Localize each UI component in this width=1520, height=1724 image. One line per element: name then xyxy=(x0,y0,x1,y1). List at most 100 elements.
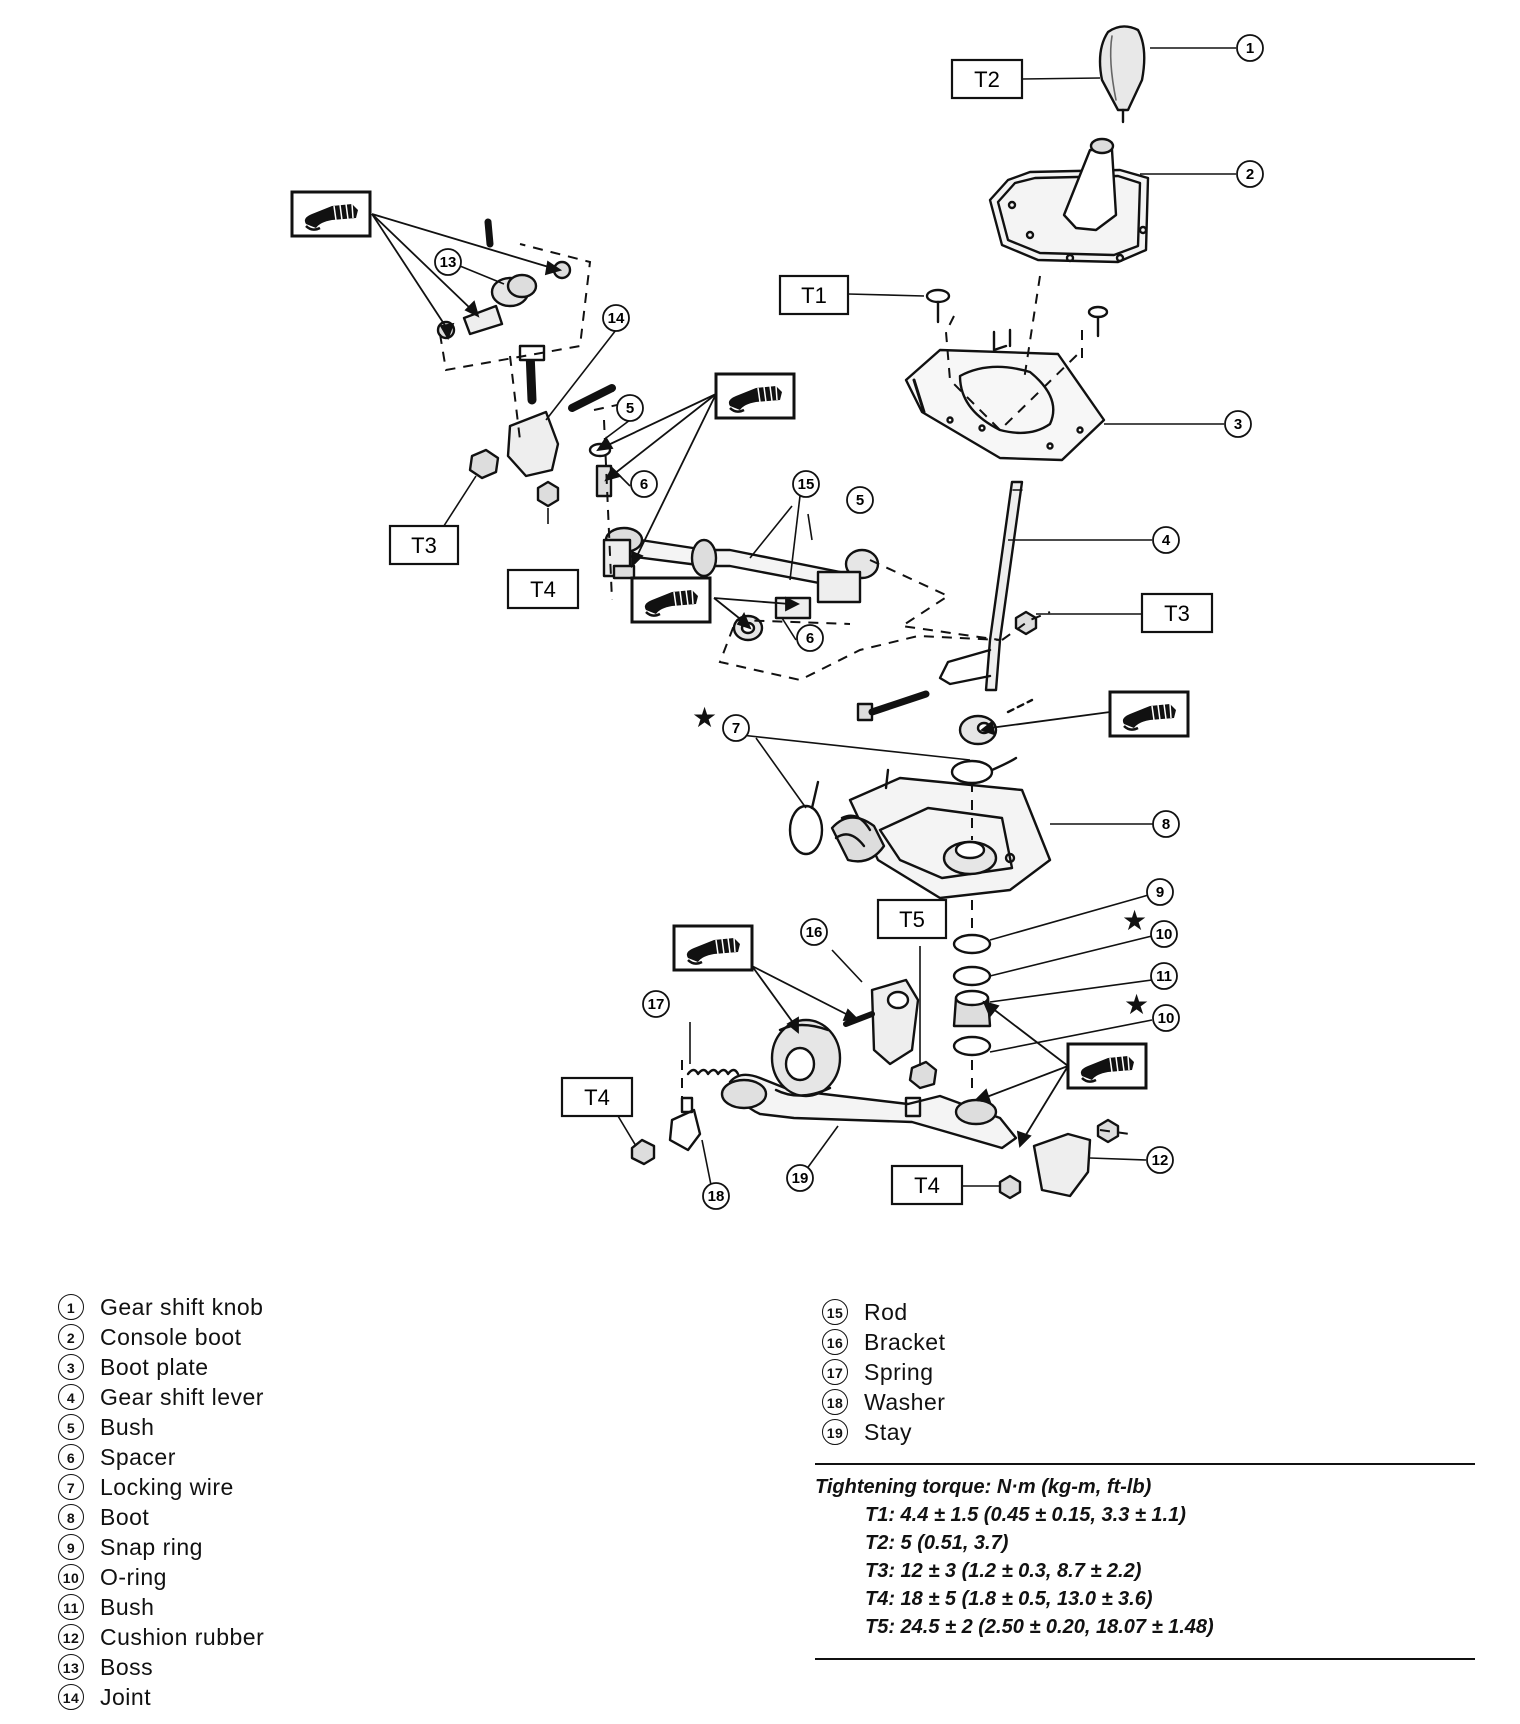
callout-12: 12 xyxy=(1146,1146,1174,1174)
callout-13: 13 xyxy=(434,248,462,276)
svg-text:2: 2 xyxy=(1246,166,1254,183)
svg-text:T2: T2 xyxy=(974,67,1000,92)
bolt-t1 xyxy=(925,288,951,324)
o-ring-upper xyxy=(952,965,992,987)
grease-symbol-rod xyxy=(630,576,712,624)
callout-3: 3 xyxy=(1224,410,1252,438)
torque-row-t3: T3: 12 ± 3 (1.2 ± 0.3, 8.7 ± 2.2) xyxy=(865,1560,1142,1582)
star-mark: ★ xyxy=(1122,904,1147,937)
svg-text:12: 12 xyxy=(1152,1152,1169,1169)
callout-16: 16 xyxy=(800,918,828,946)
screw xyxy=(1087,305,1109,338)
callout-17: 17 xyxy=(642,990,670,1018)
callout-14: 14 xyxy=(602,304,630,332)
cushion-rubber xyxy=(998,1118,1120,1200)
boot xyxy=(830,768,1052,900)
torque-row-t4: T4: 18 ± 5 (1.8 ± 0.5, 13.0 ± 3.6) xyxy=(865,1588,1153,1610)
grease-symbol-upper-left xyxy=(290,190,372,238)
callout-10: 10 xyxy=(1150,920,1178,948)
bush-11 xyxy=(952,989,992,1028)
svg-text:T4: T4 xyxy=(914,1173,940,1198)
callout-5: 5 xyxy=(846,486,874,514)
callout-9: 9 xyxy=(1146,878,1174,906)
grease-symbol-stay xyxy=(1066,1042,1148,1090)
callout-15: 15 xyxy=(792,470,820,498)
bracket xyxy=(843,978,920,1066)
callout-8: 8 xyxy=(1152,810,1180,838)
svg-text:10: 10 xyxy=(1156,926,1173,943)
lever-bolt xyxy=(856,690,930,722)
callout-11: 11 xyxy=(1150,962,1178,990)
grease-symbol-bracket xyxy=(672,924,754,972)
tightening-torque-table: Tightening torque: N·m (kg-m, ft-lb) T1:… xyxy=(815,1463,1475,1641)
torque-box: T5 xyxy=(876,898,948,940)
torque-row-t5: T5: 24.5 ± 2 (2.50 ± 0.20, 18.07 ± 1.48) xyxy=(865,1616,1214,1638)
callout-1: 1 xyxy=(1236,34,1264,62)
callout-4: 4 xyxy=(1152,526,1180,554)
nut-t4-lower-left xyxy=(630,1138,656,1166)
svg-text:9: 9 xyxy=(1156,884,1164,901)
gear-shift-knob xyxy=(1098,25,1146,124)
snap-ring xyxy=(952,933,992,955)
torque-row-t2: T2: 5 (0.51, 3.7) xyxy=(865,1532,1009,1554)
svg-text:16: 16 xyxy=(806,924,823,941)
svg-text:17: 17 xyxy=(648,996,665,1013)
star-mark: ★ xyxy=(692,701,717,734)
callout-6: 6 xyxy=(630,470,658,498)
bolt-t5 xyxy=(908,1060,938,1090)
joint-assembly xyxy=(436,218,616,508)
svg-text:T4: T4 xyxy=(584,1085,610,1110)
boot-plate xyxy=(904,328,1106,462)
gear-shift-lever xyxy=(938,480,1024,692)
svg-text:11: 11 xyxy=(1156,968,1172,985)
bush-large xyxy=(770,1018,842,1098)
torque-bottom-rule xyxy=(815,1658,1475,1660)
torque-box: T3 xyxy=(1140,592,1214,634)
torque-box: T4 xyxy=(506,568,580,610)
svg-text:4: 4 xyxy=(1162,532,1171,549)
svg-text:T5: T5 xyxy=(899,907,925,932)
lever-bush xyxy=(958,698,1034,746)
svg-text:8: 8 xyxy=(1162,816,1170,833)
svg-text:5: 5 xyxy=(626,400,634,417)
svg-text:6: 6 xyxy=(806,630,814,647)
torque-box: T1 xyxy=(778,274,850,316)
callout-18: 18 xyxy=(702,1182,730,1210)
lever-nut xyxy=(1014,610,1038,636)
svg-text:10: 10 xyxy=(1158,1010,1175,1027)
callout-19: 19 xyxy=(786,1164,814,1192)
svg-text:T4: T4 xyxy=(530,577,556,602)
svg-text:18: 18 xyxy=(708,1188,725,1205)
svg-text:19: 19 xyxy=(792,1170,809,1187)
callout-10: 10 xyxy=(1152,1004,1180,1032)
svg-text:14: 14 xyxy=(608,310,625,327)
torque-title: Tightening torque: N·m (kg-m, ft-lb) xyxy=(815,1476,1152,1498)
svg-text:7: 7 xyxy=(732,720,740,737)
svg-text:T3: T3 xyxy=(1164,601,1190,626)
svg-text:6: 6 xyxy=(640,476,648,493)
svg-text:3: 3 xyxy=(1234,416,1242,433)
svg-text:15: 15 xyxy=(798,476,815,493)
spring xyxy=(686,1068,740,1076)
star-mark: ★ xyxy=(1124,988,1149,1021)
torque-box: T4 xyxy=(560,1076,634,1118)
torque-box: T3 xyxy=(388,524,460,566)
